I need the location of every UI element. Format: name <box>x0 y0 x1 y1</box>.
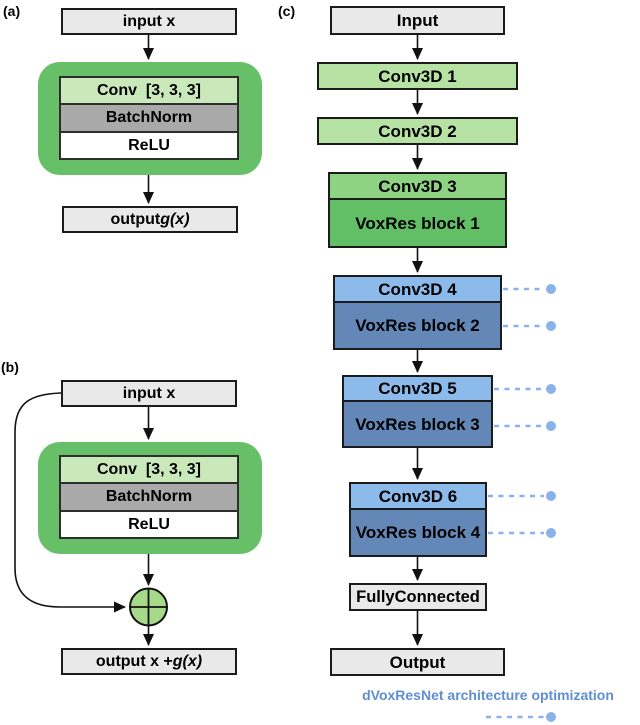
node-conv3d-3: Conv3D 3 <box>328 172 507 200</box>
dashed-dot-voxres3 <box>546 421 556 431</box>
output-a-prefix: output <box>110 210 161 228</box>
node-conv3d-1: Conv3D 1 <box>317 62 518 90</box>
node-b-conv: Conv [3, 3, 3] <box>59 455 239 484</box>
node-b-batchnorm: BatchNorm <box>59 482 239 512</box>
node-c-output: Output <box>330 648 505 676</box>
panel-label-b: (b) <box>1 359 19 375</box>
dashed-dot-conv4 <box>546 284 556 294</box>
node-conv3d-6: Conv3D 6 <box>349 482 487 510</box>
skip-connection-line <box>14 392 126 613</box>
node-a-conv: Conv [3, 3, 3] <box>59 76 239 105</box>
node-conv3d-4: Conv3D 4 <box>333 275 502 303</box>
dashed-dot-voxres2 <box>546 321 556 331</box>
node-b-relu: ReLU <box>59 510 239 539</box>
sum-junction-icon <box>129 587 168 627</box>
dashed-dot-conv6 <box>546 491 556 501</box>
node-voxres-3: VoxRes block 3 <box>342 400 493 448</box>
optimization-dashed-lines <box>486 284 556 722</box>
node-b-input: input x <box>61 380 237 407</box>
node-a-batchnorm: BatchNorm <box>59 103 239 133</box>
node-b-output: output x + g(x) <box>61 648 237 675</box>
node-conv3d-2: Conv3D 2 <box>317 117 518 145</box>
node-a-output: output g(x) <box>62 206 238 233</box>
node-conv3d-5: Conv3D 5 <box>342 375 493 402</box>
node-voxres-4: VoxRes block 4 <box>349 508 487 557</box>
dashed-dot-conv5 <box>546 384 556 394</box>
panel-label-a: (a) <box>3 3 21 19</box>
node-a-relu: ReLU <box>59 131 239 160</box>
node-voxres-1: VoxRes block 1 <box>328 198 507 248</box>
legend-dash-dot-icon <box>546 712 556 722</box>
output-b-math: g(x) <box>172 652 203 670</box>
node-c-input: Input <box>330 6 505 35</box>
legend-title: dVoxResNet architecture optimization <box>362 687 614 703</box>
node-voxres-2: VoxRes block 2 <box>333 301 502 350</box>
output-b-prefix: output x + <box>95 652 173 670</box>
panel-label-c: (c) <box>278 3 296 19</box>
panel-b-arrows <box>14 392 168 646</box>
node-a-input: input x <box>61 8 237 35</box>
output-a-math: g(x) <box>160 210 190 228</box>
dashed-dot-voxres4 <box>546 528 556 538</box>
node-fully-connected: FullyConnected <box>349 583 487 611</box>
